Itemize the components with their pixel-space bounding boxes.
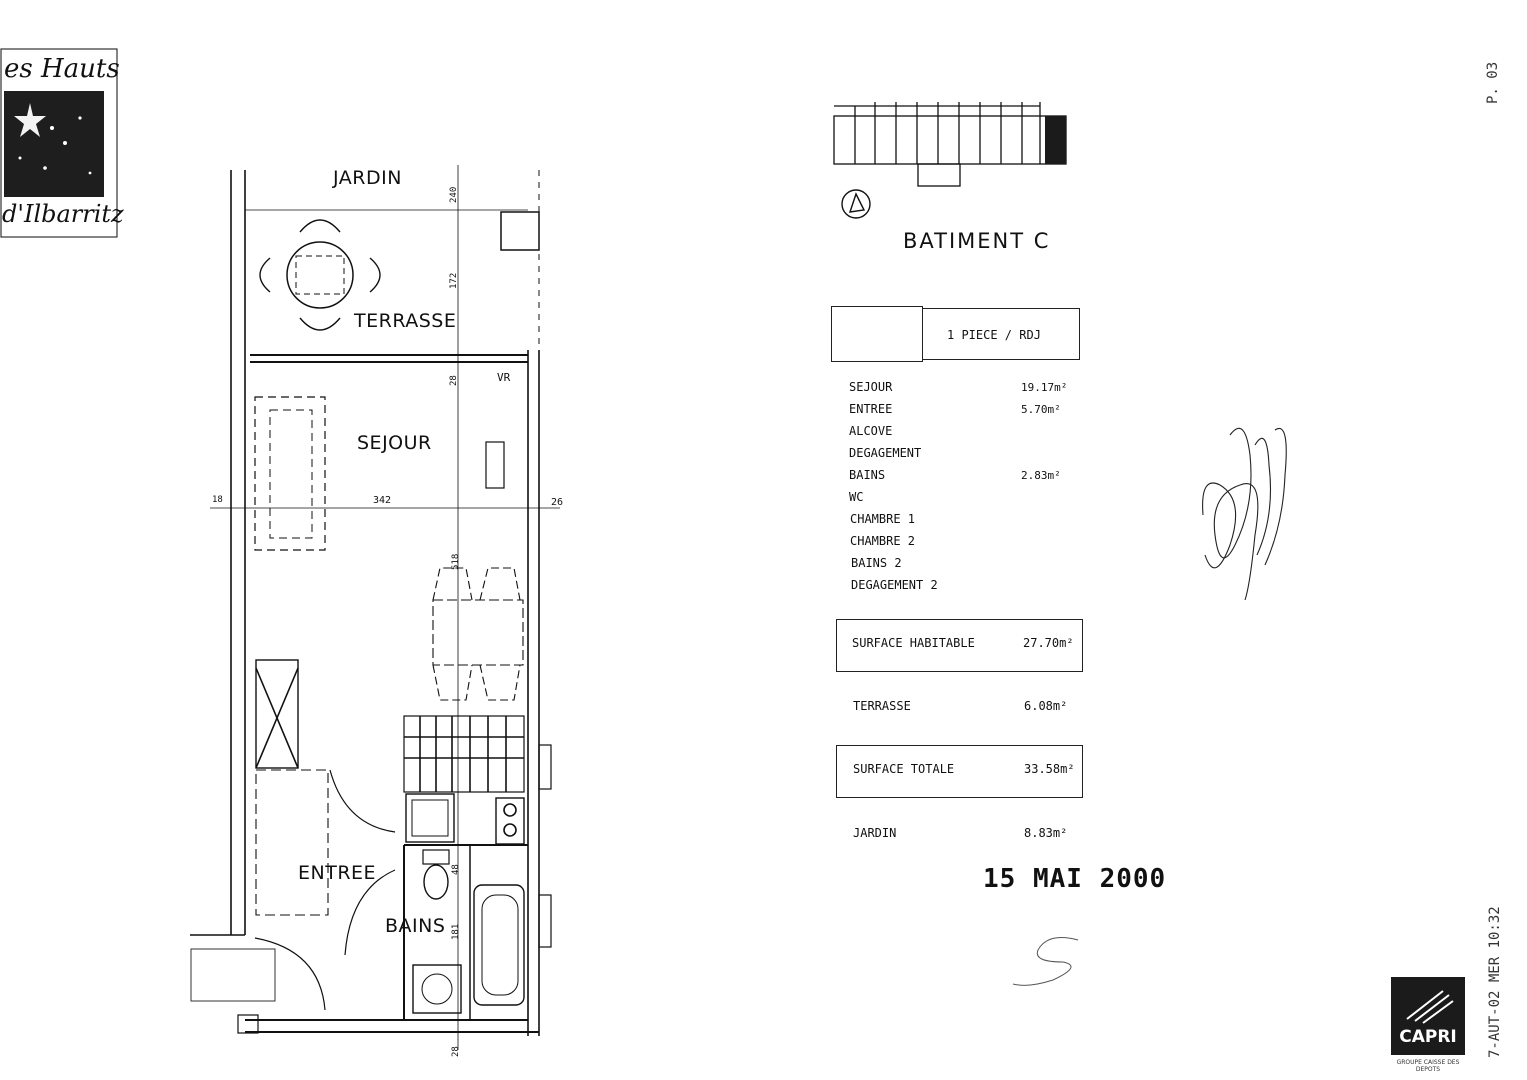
room-area: 5.70m²	[1021, 403, 1061, 416]
room-name: CHAMBRE 2	[850, 534, 916, 548]
label-entree: ENTREE	[298, 862, 377, 884]
fax-timestamp: 7-AUT-02 MER 10:32	[1487, 906, 1503, 1058]
terrasse-label: TERRASSE	[853, 699, 911, 713]
surface-totale-label: SURFACE TOTALE	[853, 762, 955, 776]
terrasse-value: 6.08m²	[1024, 699, 1068, 713]
label-bains: BAINS	[385, 915, 446, 937]
jardin-value: 8.83m²	[1024, 826, 1068, 840]
dim-240: 240	[449, 186, 459, 203]
room-area: 19.17m²	[1021, 381, 1068, 394]
label-vr: VR	[497, 371, 511, 384]
room-name: CHAMBRE 1	[850, 512, 916, 526]
capri-logo-name: CAPRI	[1399, 1027, 1457, 1047]
dim-342: 342	[373, 495, 392, 506]
room-name: BAINS 2	[851, 556, 902, 570]
dim-518: 518	[451, 553, 461, 570]
label-terrasse: TERRASSE	[354, 310, 457, 332]
dim-26: 26	[551, 497, 564, 508]
room-name: ALCOVE	[849, 424, 893, 438]
dim-181: 181	[451, 923, 461, 940]
dim-28-top: 28	[449, 375, 459, 386]
room-area: 2.83m²	[1021, 469, 1061, 482]
surface-totale-value: 33.58m²	[1024, 762, 1075, 776]
label-jardin: JARDIN	[333, 167, 402, 189]
fax-page-number: P. 03	[1485, 61, 1501, 104]
dim-48: 48	[451, 864, 461, 875]
dim-172: 172	[449, 272, 459, 289]
capri-logo-mark	[1391, 977, 1465, 1055]
surface-habitable-value: 27.70m²	[1023, 636, 1074, 650]
capri-logo: CAPRI GROUPE CAISSE DES DEPOTS	[1389, 977, 1467, 1075]
logo-text-top: es Hauts	[4, 54, 120, 84]
logo-frame	[0, 48, 118, 238]
surface-habitable-box	[836, 619, 1083, 672]
room-name: DEGAGEMENT	[849, 446, 922, 460]
room-name: DEGAGEMENT 2	[851, 578, 938, 592]
brand-logo: es Hauts d'Ilbarritz	[0, 48, 124, 238]
building-title: BATIMENT C	[903, 229, 1051, 253]
jardin-label: JARDIN	[853, 826, 897, 840]
capri-logo-tagline: GROUPE CAISSE DES DEPOTS	[1396, 1059, 1460, 1073]
room-name: WC	[849, 490, 864, 504]
surface-habitable-label: SURFACE HABITABLE	[852, 636, 975, 650]
dim-18: 18	[212, 495, 223, 505]
room-name: BAINS	[849, 468, 886, 482]
redacted-lot-number	[831, 306, 923, 362]
handwritten-mark	[1012, 937, 1079, 986]
unit-type-label: 1 PIECE / RDJ	[947, 328, 1041, 342]
room-name: ENTREE	[849, 402, 893, 416]
handwritten-signature	[1202, 427, 1287, 601]
date-stamp: 15 MAI 2000	[983, 864, 1167, 894]
dim-28-bottom: 28	[451, 1046, 461, 1057]
room-name: SEJOUR	[849, 380, 893, 394]
logo-text-bottom: d'Ilbarritz	[2, 200, 124, 228]
label-sejour: SEJOUR	[357, 432, 432, 454]
surface-totale-box	[836, 745, 1083, 798]
building-key-plan	[833, 102, 1067, 219]
